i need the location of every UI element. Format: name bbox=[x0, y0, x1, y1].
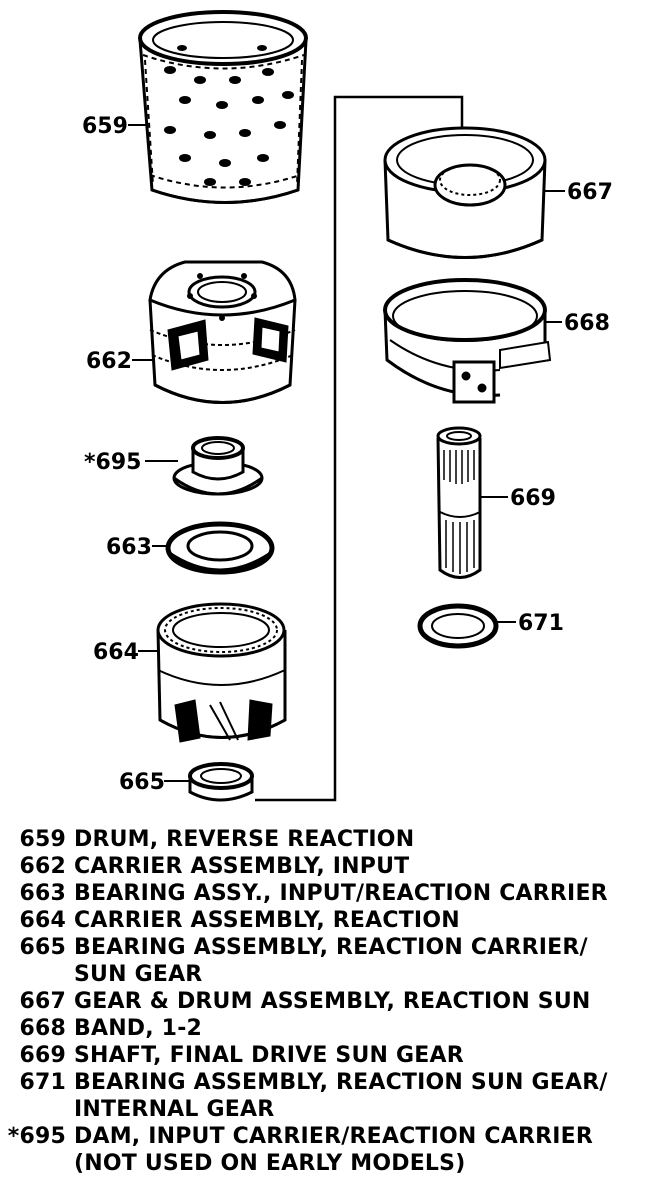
part-665-bearing-assembly bbox=[188, 762, 254, 802]
legend-row: *695 DAM, INPUT CARRIER/REACTION CARRIER… bbox=[6, 1123, 650, 1177]
exploded-parts-diagram: 659 662 *695 663 664 665 667 668 669 671 bbox=[82, 10, 613, 802]
callout-659: 659 bbox=[82, 114, 128, 139]
legend-part-description: SHAFT, FINAL DRIVE SUN GEAR bbox=[74, 1043, 464, 1068]
legend-row: 663 BEARING ASSY., INPUT/REACTION CARRIE… bbox=[6, 880, 650, 907]
part-671-bearing-assembly bbox=[417, 603, 499, 649]
legend-part-number: 665 bbox=[19, 935, 66, 960]
legend-part-number: 668 bbox=[19, 1016, 66, 1041]
callout-671: 671 bbox=[518, 611, 564, 636]
part-662-carrier-assembly-input bbox=[148, 260, 297, 404]
legend-part-number: 662 bbox=[19, 854, 66, 879]
legend-part-description: DAM, INPUT CARRIER/REACTION CARRIER (NOT… bbox=[74, 1124, 594, 1176]
leader-lines bbox=[128, 124, 565, 782]
legend-row: 665 BEARING ASSEMBLY, REACTION CARRIER/ … bbox=[6, 934, 650, 988]
part-663-bearing-assy bbox=[165, 521, 275, 575]
part-664-carrier-assembly-reaction bbox=[156, 602, 287, 743]
legend-part-number: 671 bbox=[19, 1070, 66, 1095]
callout-669: 669 bbox=[510, 486, 556, 511]
part-667-gear-drum-assembly bbox=[383, 126, 547, 259]
part-669-shaft bbox=[436, 426, 482, 579]
legend-part-number: 667 bbox=[19, 989, 66, 1014]
legend-part-description: BEARING ASSEMBLY, REACTION SUN GEAR/ INT… bbox=[74, 1070, 608, 1122]
parts-legend: 659 DRUM, REVERSE REACTION 662 CARRIER A… bbox=[6, 826, 650, 1177]
assembly-path-line bbox=[255, 95, 464, 802]
callout-668: 668 bbox=[564, 311, 610, 336]
legend-row: 669 SHAFT, FINAL DRIVE SUN GEAR bbox=[6, 1042, 650, 1069]
legend-part-description: CARRIER ASSEMBLY, REACTION bbox=[74, 908, 460, 933]
callout-663: 663 bbox=[106, 535, 152, 560]
legend-row: 668 BAND, 1-2 bbox=[6, 1015, 650, 1042]
part-668-band bbox=[383, 278, 552, 404]
callout-664: 664 bbox=[93, 640, 139, 665]
legend-part-number: 663 bbox=[19, 881, 66, 906]
legend-part-description: BEARING ASSEMBLY, REACTION CARRIER/ SUN … bbox=[74, 935, 588, 987]
legend-row: 664 CARRIER ASSEMBLY, REACTION bbox=[6, 907, 650, 934]
legend-part-description: DRUM, REVERSE REACTION bbox=[74, 827, 415, 852]
callout-667: 667 bbox=[567, 180, 613, 205]
legend-part-number: 659 bbox=[19, 827, 66, 852]
legend-part-description: BEARING ASSY., INPUT/REACTION CARRIER bbox=[74, 881, 608, 906]
legend-part-description: CARRIER ASSEMBLY, INPUT bbox=[74, 854, 410, 879]
legend-row: 667 GEAR & DRUM ASSEMBLY, REACTION SUN bbox=[6, 988, 650, 1015]
legend-row: 659 DRUM, REVERSE REACTION bbox=[6, 826, 650, 853]
callout-662: 662 bbox=[86, 349, 132, 374]
legend-part-number: 664 bbox=[19, 908, 66, 933]
part-695-dam bbox=[172, 436, 264, 496]
legend-part-number: 669 bbox=[19, 1043, 66, 1068]
legend-row: 662 CARRIER ASSEMBLY, INPUT bbox=[6, 853, 650, 880]
legend-part-description: BAND, 1-2 bbox=[74, 1016, 203, 1041]
legend-row: 671 BEARING ASSEMBLY, REACTION SUN GEAR/… bbox=[6, 1069, 650, 1123]
legend-part-number: *695 bbox=[7, 1124, 66, 1149]
legend-part-description: GEAR & DRUM ASSEMBLY, REACTION SUN bbox=[74, 989, 591, 1014]
callout-665: 665 bbox=[119, 770, 165, 795]
part-659-drum-reverse-reaction bbox=[138, 10, 308, 204]
callout-695: *695 bbox=[84, 450, 141, 475]
